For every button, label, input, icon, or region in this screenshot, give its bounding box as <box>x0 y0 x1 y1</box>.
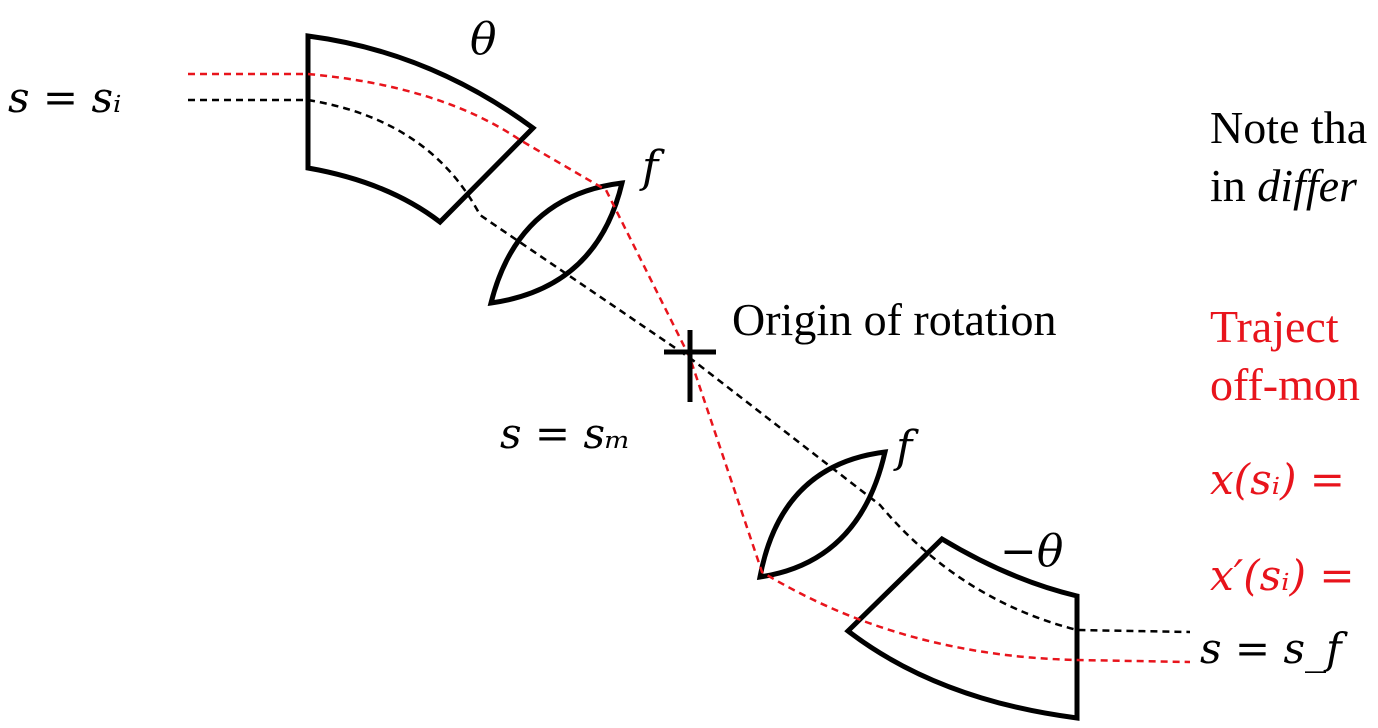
offmomentum-trajectory <box>188 72 1191 664</box>
theta-label: θ <box>470 14 497 65</box>
focus-label-upper: f <box>639 142 665 193</box>
dipole-magnet-lower <box>844 535 1080 721</box>
origin-cross-marker <box>664 330 716 402</box>
focusing-lens-upper <box>487 180 626 306</box>
note-line-2-italic: differ <box>1257 160 1358 211</box>
red-equation-2: x′(sᵢ) = <box>1210 551 1355 600</box>
note-line-2: in differ <box>1210 160 1358 211</box>
neg-theta-label: −θ <box>1000 526 1063 577</box>
red-equation-1: x(sᵢ) = <box>1210 455 1345 504</box>
note-line-1: Note tha <box>1210 102 1367 153</box>
red-note-line-1: Traject <box>1210 301 1339 352</box>
s-middle-label: s = sₘ <box>500 409 631 458</box>
note-line-2-prefix: in <box>1210 160 1257 211</box>
s-final-label: s = s_f <box>1200 624 1348 673</box>
s-initial-label: s = sᵢ <box>8 73 121 122</box>
focus-label-lower: f <box>893 422 919 473</box>
red-note-line-2: off-mon <box>1210 359 1360 410</box>
focusing-lens-lower <box>756 449 889 580</box>
reference-trajectory <box>188 98 1191 634</box>
dipole-magnet-upper <box>305 33 537 226</box>
origin-of-rotation-label: Origin of rotation <box>732 294 1057 345</box>
